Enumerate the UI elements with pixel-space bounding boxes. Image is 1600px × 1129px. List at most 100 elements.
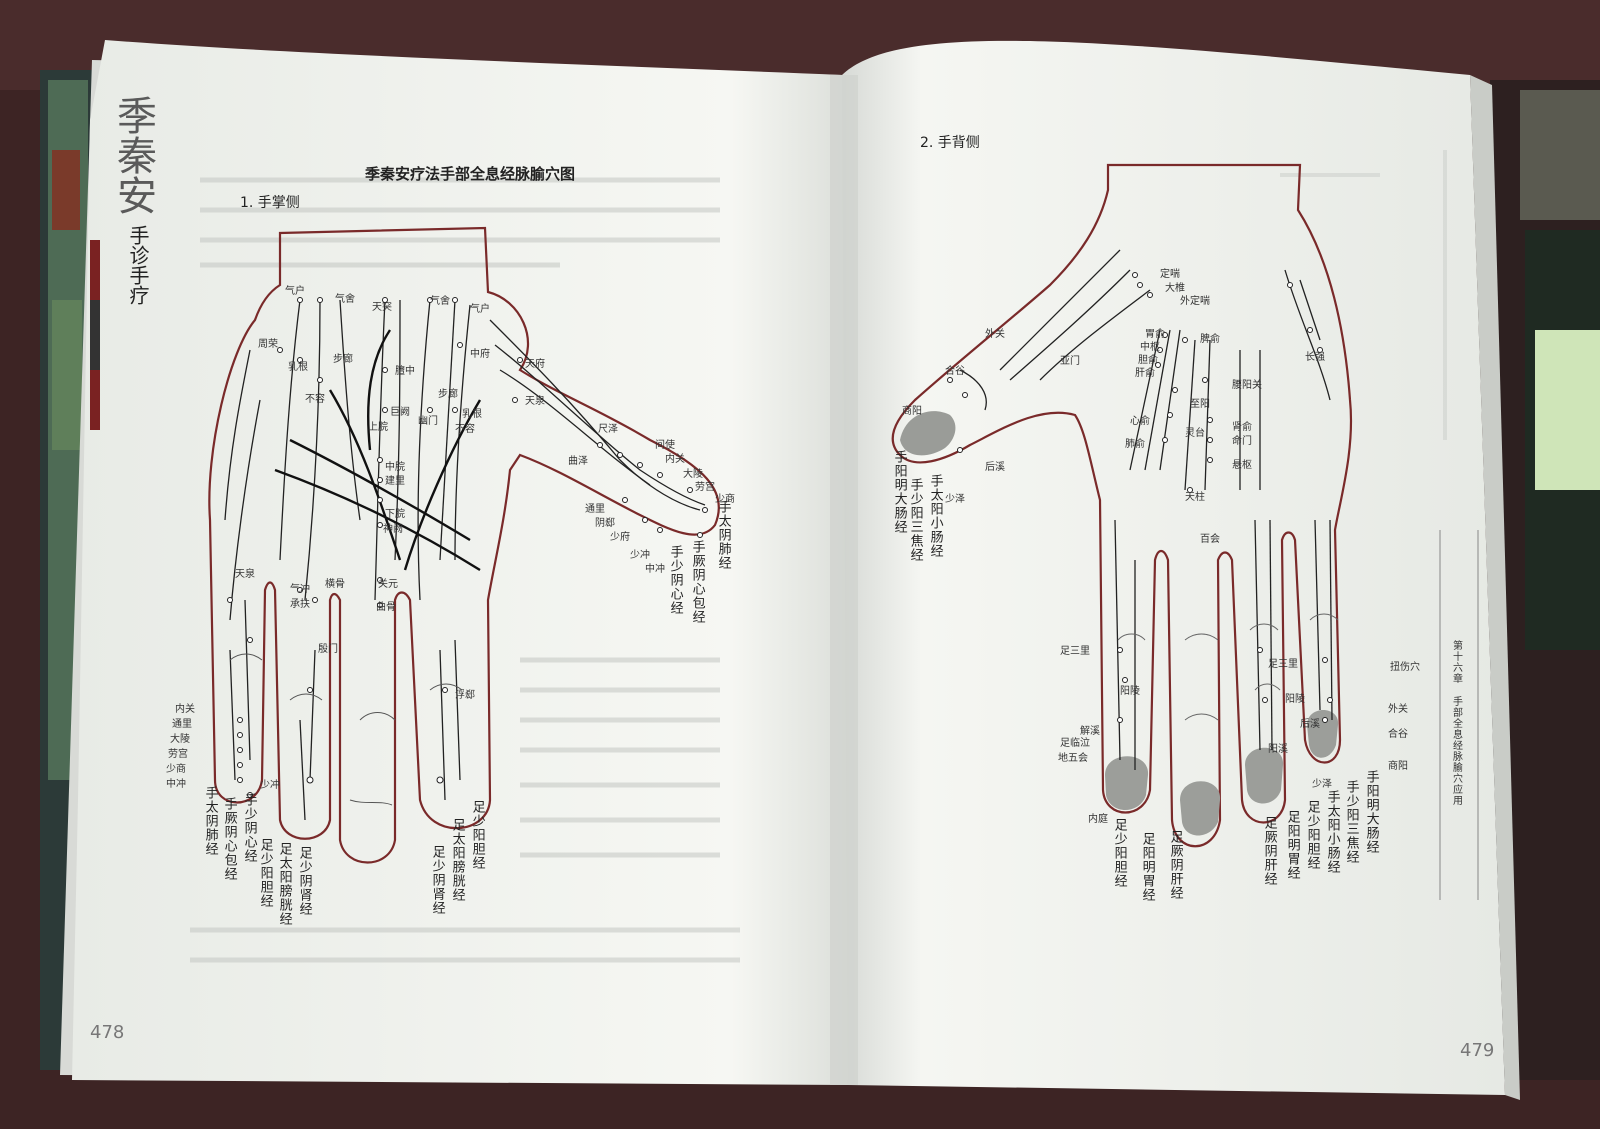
palm-point-label: 不容 [455,424,475,435]
palm-point-label: 乳根 [462,409,482,420]
palm-point-label: 周荣 [258,339,278,350]
back-point-label: 外定喘 [1180,296,1210,307]
right-page [842,40,1505,1095]
palm-point-label: 尺泽 [598,424,618,435]
back-point-label: 外关 [985,329,1005,340]
palm-finger-meridian: 足少阳胆经 [257,838,273,908]
palm-point-label: 劳宫 [695,482,715,493]
back-point-label: 地五会 [1058,753,1088,764]
palm-finger-meridian: 足少阴肾经 [429,845,445,915]
back-finger-creases [1117,613,1339,721]
palm-point-label: 气舍 [430,296,450,307]
palm-point-label: 少商 [715,494,735,505]
back-section-title: 2. 手背侧 [920,135,980,151]
palm-point-label: 中脘 [385,462,405,473]
back-point-label: 商阳 [902,406,922,417]
palm-point-label: 天泉 [235,569,255,580]
back-finger-meridian: 足少阳胆经 [1304,800,1320,870]
back-point-label: 足临泣 [1060,738,1090,749]
back-point-label: 阳陵 [1120,686,1140,697]
back-finger-meridian: 足厥阴肝经 [1167,830,1183,900]
palm-point-label: 中府 [470,349,490,360]
palm-point-label: 天突 [372,302,392,313]
palm-point-label: 不容 [305,394,325,405]
back-thumb-meridian: 手阳明大肠经 [891,450,907,534]
back-point-label: 后溪 [985,462,1005,473]
back-point-label: 少泽 [1312,779,1332,790]
back-hand-outline [891,163,1353,848]
brand-name: 季秦安 [110,95,156,215]
back-point-label: 足三里 [1268,659,1298,670]
palm-point-label: 阴郄 [595,518,615,529]
back-point-label: 合谷 [1388,729,1408,740]
palm-finger-meridian: 足太阳膀胱经 [449,818,465,902]
palm-point-label: 少冲 [260,780,280,791]
palm-point-label: 大陵 [170,734,190,745]
palm-point-label: 步廊 [333,354,353,365]
palm-thumb-meridian: 手太阴肺经 [715,500,731,570]
back-point-markers [947,272,1333,723]
palm-point-label: 大陵 [683,469,703,480]
back-finger-meridian: 手少阳三焦经 [1343,780,1359,864]
palm-point-markers [227,297,708,798]
back-point-label: 胃俞 [1145,329,1165,340]
palm-point-label: 横骨 [325,579,345,590]
back-finger-meridian: 足阳明胃经 [1139,832,1155,902]
back-point-label: 天柱 [1185,492,1205,503]
palm-finger-meridian: 手少阴心经 [241,793,257,863]
palm-point-label: 承扶 [290,599,310,610]
palm-point-label: 气户 [285,286,305,297]
palm-point-label: 曲泽 [568,456,588,467]
brand-subtitle: 手诊手疗 [126,225,150,305]
palm-point-label: 天府 [525,359,545,370]
palm-point-label: 气冲 [290,584,310,595]
back-point-label: 合谷 [945,366,965,377]
palm-thumb-meridian: 手厥阴心包经 [689,540,705,624]
palm-point-label: 少商 [166,764,186,775]
back-point-label: 足三里 [1060,646,1090,657]
palm-point-label: 通里 [172,719,192,730]
faint-body-text [190,177,740,963]
palm-finger-meridian: 足少阴肾经 [296,846,312,916]
palm-finger-creases [229,653,463,806]
palm-point-label: 间使 [655,440,675,451]
palm-point-label: 内关 [175,704,195,715]
back-point-label: 悬枢 [1232,460,1252,471]
left-page [72,40,848,1085]
palm-point-label: 中冲 [166,779,186,790]
palm-point-label: 少府 [610,532,630,543]
back-thumb-meridian: 手少阳三焦经 [907,478,923,562]
palm-point-label: 气户 [470,304,490,315]
palm-point-label: 下脘 [385,509,405,520]
palm-point-label: 天泉 [525,396,545,407]
palm-point-label: 幽门 [418,416,438,427]
palm-point-label: 通里 [585,504,605,515]
page-number-left: 478 [90,1022,125,1043]
chapter-tab: 第十六章 手部全息经脉腧穴应用 [1450,640,1462,806]
palm-point-label: 气舍 [335,294,355,305]
palm-thumb-meridian: 手少阴心经 [667,545,683,615]
back-meridian-lines [959,249,1333,770]
thumb-nail [900,411,956,456]
back-point-label: 阳溪 [1268,744,1288,755]
palm-point-label: 上脘 [368,422,388,433]
palm-point-label: 建里 [385,476,405,487]
back-point-label: 心俞 [1130,416,1150,427]
back-point-label: 百会 [1200,534,1220,545]
palm-point-label: 膻中 [395,366,415,377]
palm-point-label: 乳根 [288,362,308,373]
back-point-label: 阳陵 [1285,694,1305,705]
palm-point-label: 殷门 [318,644,338,655]
back-point-label: 解溪 [1080,726,1100,737]
palm-section-title: 1. 手掌侧 [240,195,300,211]
back-point-label: 商阳 [1388,761,1408,772]
palm-outline [208,226,720,864]
back-point-label: 定喘 [1160,269,1180,280]
back-point-label: 中枢 [1140,342,1160,353]
palm-point-label: 劳宫 [168,749,188,760]
palm-point-label: 关元 [378,579,398,590]
palm-finger-meridian: 手太阴肺经 [202,786,218,856]
back-thumb-meridian: 手太阳小肠经 [927,474,943,558]
